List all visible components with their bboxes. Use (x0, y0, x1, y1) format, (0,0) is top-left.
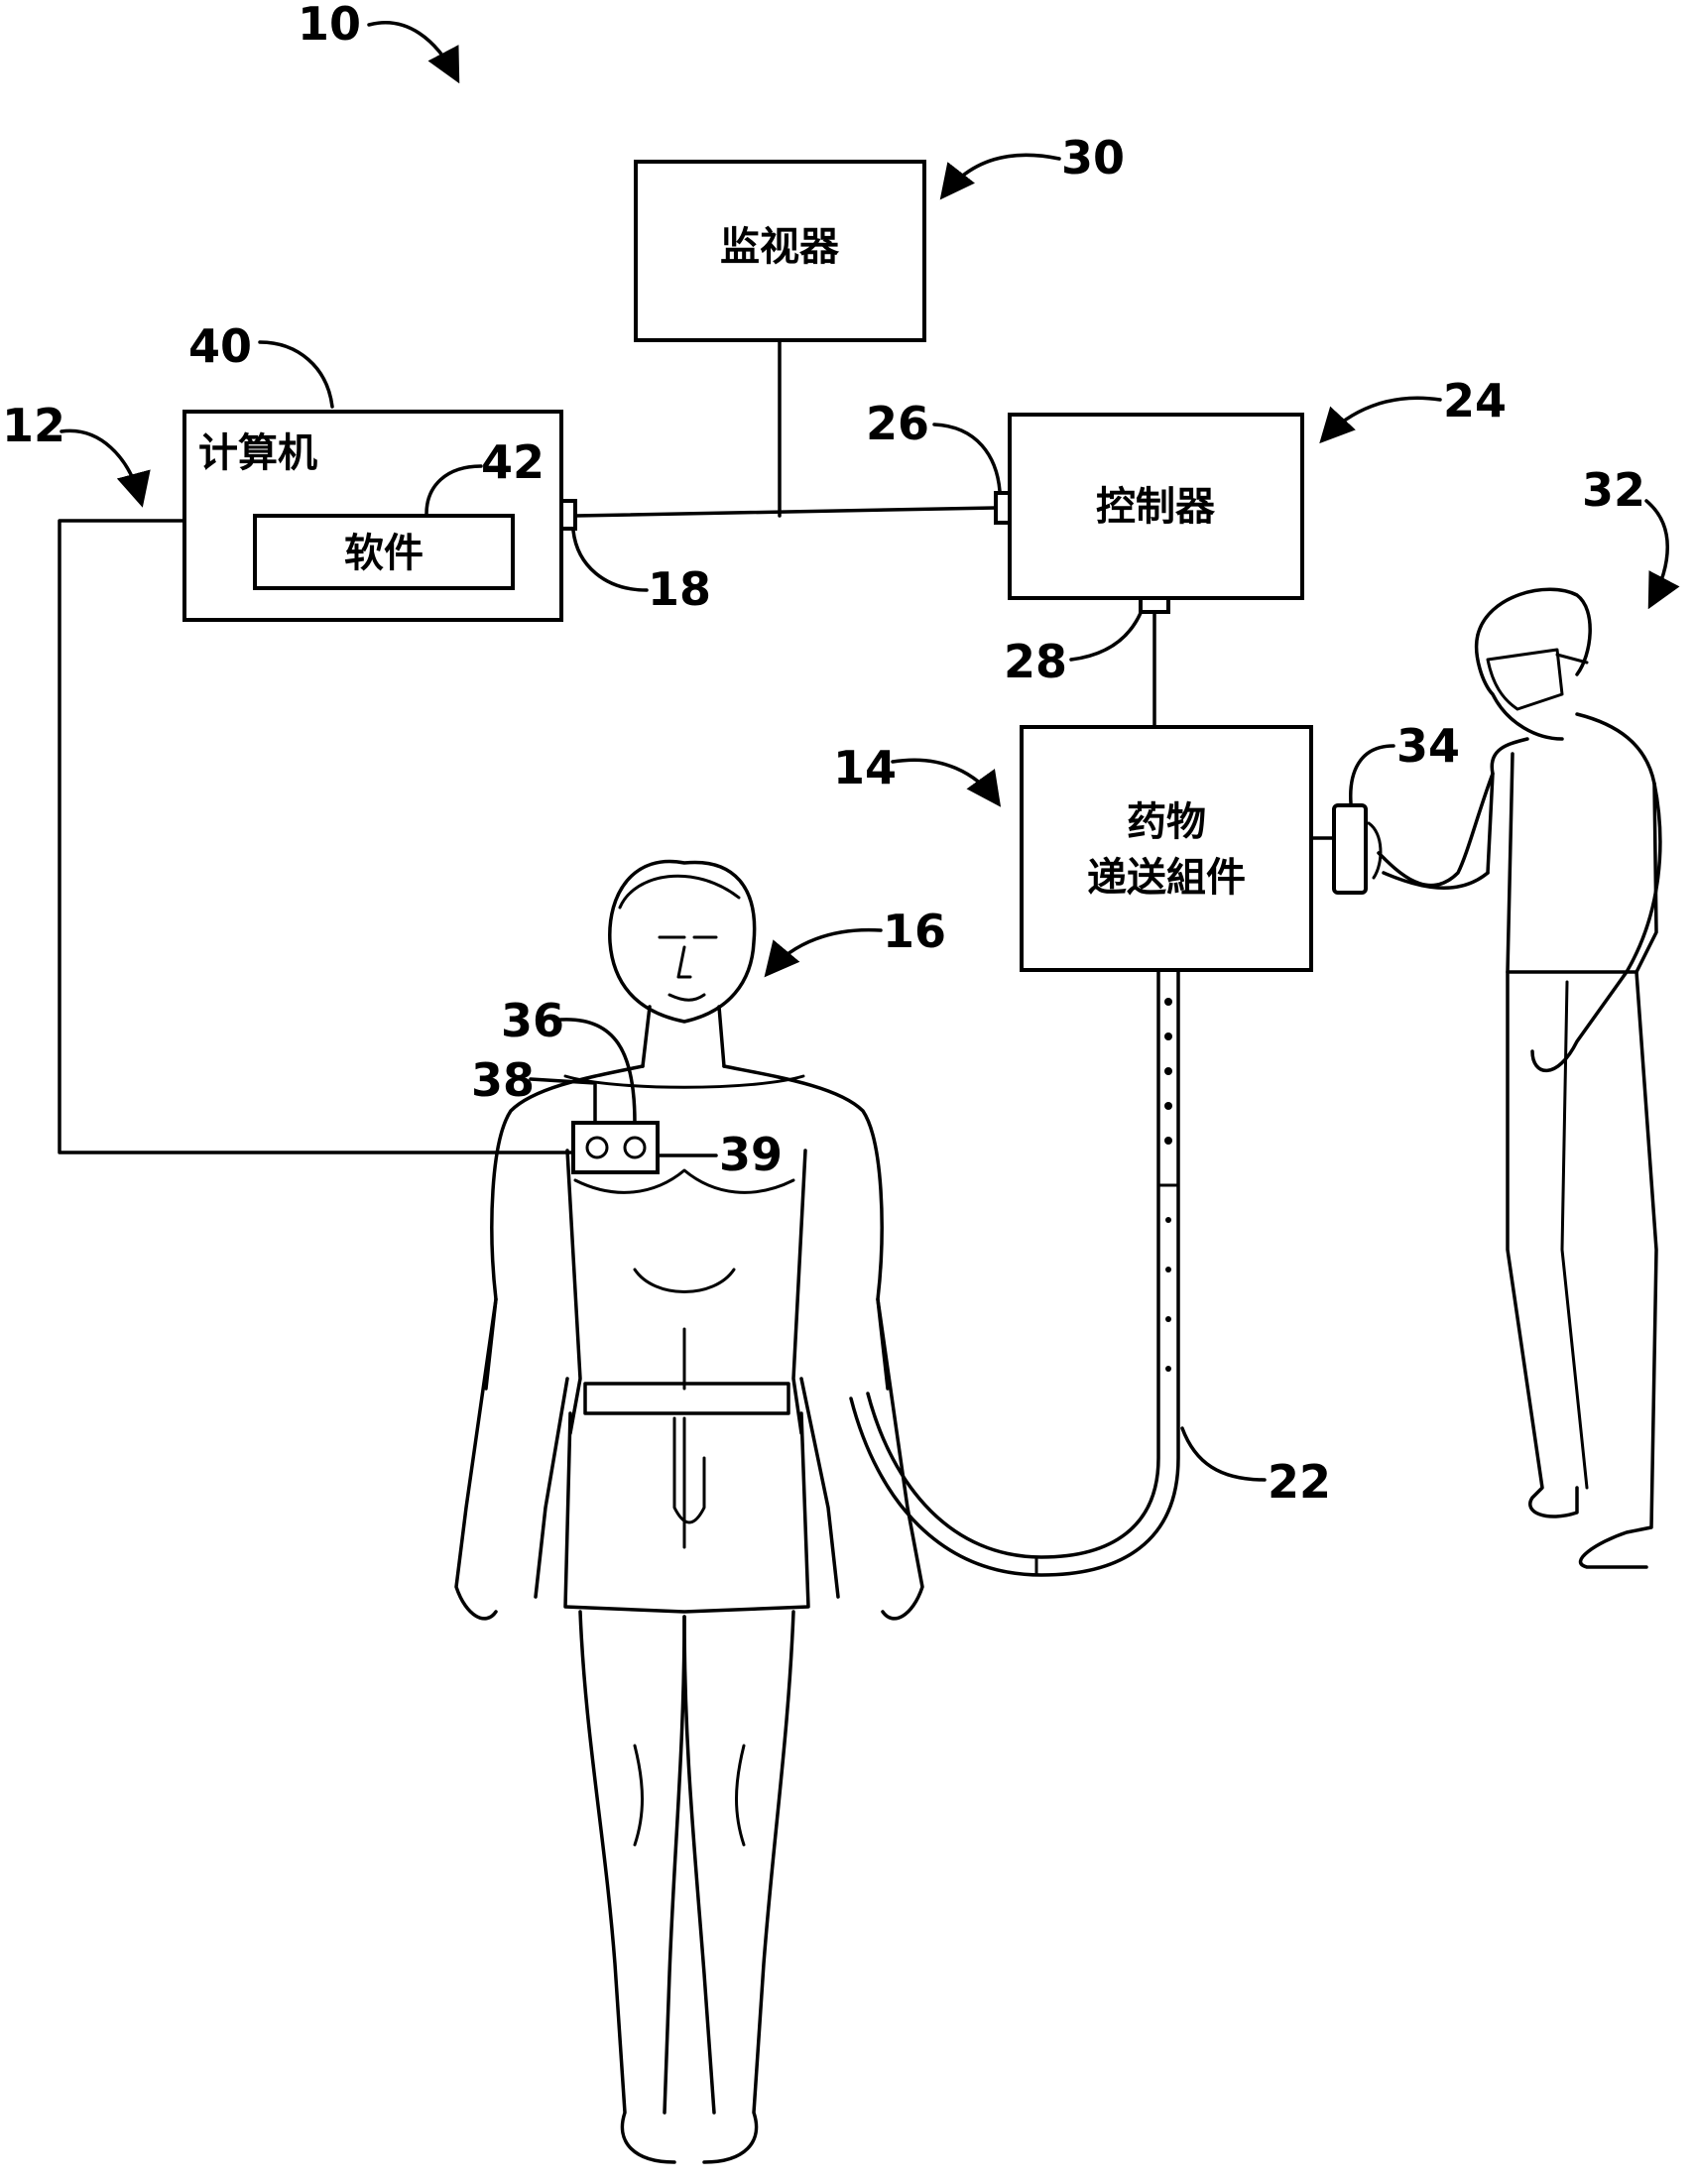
ref-delivery-arrow (891, 758, 1002, 807)
ref-computer-port: 18 (648, 562, 711, 616)
sensor-link-line (58, 519, 575, 1154)
ref-delivery: 14 (833, 741, 897, 794)
delivery-box (1020, 725, 1313, 972)
sensor-electrode-right (623, 1136, 647, 1159)
computer-port (559, 499, 577, 531)
handset-device (1332, 803, 1368, 895)
infusion-tube (849, 968, 1180, 1577)
ref-clinician-arrow (1644, 499, 1680, 610)
ref-monitor-arrow (939, 153, 1061, 200)
delivery-label-1: 药物 (1127, 799, 1206, 845)
controller-label: 控制器 (1096, 484, 1216, 530)
ref-computer-leader (258, 340, 334, 409)
controller-box (1008, 413, 1304, 600)
ref-computer-port-leader (571, 529, 649, 592)
ref-link: 12 (2, 399, 65, 452)
ref-patient-arrow (764, 927, 883, 978)
ref-link-arrow (60, 428, 151, 508)
monitor-box (634, 160, 926, 342)
software-box (253, 514, 515, 590)
ref-tube-leader (1180, 1426, 1267, 1482)
ref-software-leader (424, 464, 483, 516)
ref-sensor: 38 (471, 1053, 535, 1107)
ref-patient: 16 (883, 905, 946, 958)
monitor-label: 监视器 (720, 224, 840, 270)
ref-clinician: 32 (1582, 463, 1645, 517)
ref-sensor-lead-leader (558, 1018, 637, 1125)
ref-handset-leader (1349, 744, 1395, 805)
computer-label: 计算机 (198, 430, 317, 476)
ref-controller-port-out-leader (1069, 611, 1143, 662)
clinician-figure (1367, 587, 1662, 1569)
ref-sensor-lead: 36 (501, 994, 564, 1047)
ref-monitor: 30 (1061, 131, 1125, 184)
patient-figure (454, 859, 924, 2164)
ref-sensor-leader (529, 1077, 597, 1125)
bus-line (573, 506, 998, 518)
ref-tube: 22 (1268, 1455, 1331, 1509)
software-label: 软件 (344, 531, 424, 576)
controller-port-out (1139, 596, 1170, 614)
sensor-electrode-left (585, 1136, 609, 1159)
ref-controller-port-in: 26 (866, 397, 929, 450)
ref-computer: 40 (188, 319, 252, 373)
ref-handset: 34 (1396, 719, 1460, 773)
delivery-label-2: 递送組件 (1087, 855, 1246, 901)
ref-system: 10 (298, 0, 361, 51)
controller-port-in (994, 491, 1012, 525)
ref-sensor-pad: 39 (719, 1128, 783, 1181)
ref-controller-port-out: 28 (1004, 635, 1067, 688)
ref-software: 42 (481, 435, 545, 489)
ref-controller-arrow (1319, 396, 1442, 444)
ref-controller: 24 (1443, 374, 1507, 427)
ref-controller-port-in-leader (932, 423, 1002, 493)
ref-system-arrow (367, 21, 460, 84)
